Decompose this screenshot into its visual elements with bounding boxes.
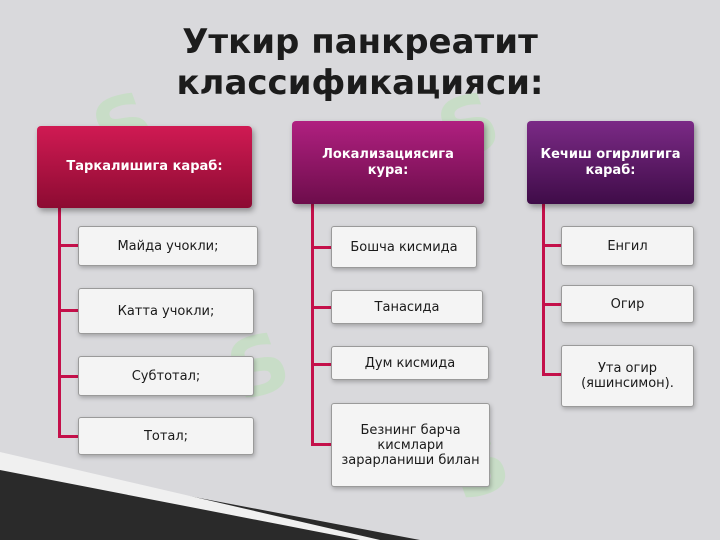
- item-whole-gland: Безнинг барча кисмлари зарарланиши билан: [331, 403, 490, 487]
- title-line-2: классификацияси:: [176, 63, 544, 103]
- item-total: Тотал;: [78, 417, 254, 455]
- connector-vertical: [542, 204, 545, 376]
- item-small-focal: Майда учокли;: [78, 226, 258, 266]
- item-large-focal: Катта учокли;: [78, 288, 254, 334]
- item-subtotal: Субтотал;: [78, 356, 254, 396]
- item-fulminant: Ута огир (яшинсимон).: [561, 345, 694, 407]
- connector-horizontal: [311, 306, 331, 309]
- heading-spread: Таркалишига караб:: [37, 126, 252, 208]
- heading-severity: Кечиш огирлигига караб:: [527, 121, 694, 204]
- heading-localization: Локализациясига кура:: [292, 121, 484, 204]
- item-body: Танасида: [331, 290, 483, 324]
- connector-horizontal: [58, 375, 78, 378]
- connector-horizontal: [542, 303, 562, 306]
- item-severe: Огир: [561, 285, 694, 323]
- connector-horizontal: [311, 246, 331, 249]
- connector-horizontal: [58, 244, 78, 247]
- slide-title: Уткир панкреатит классификацияси:: [0, 22, 720, 104]
- connector-horizontal: [58, 435, 78, 438]
- light-wedge: [0, 452, 380, 540]
- title-line-1: Уткир панкреатит: [182, 22, 538, 62]
- connector-horizontal: [58, 309, 78, 312]
- item-tail: Дум кисмида: [331, 346, 489, 380]
- connector-horizontal: [542, 373, 562, 376]
- item-head: Бошча кисмида: [331, 226, 477, 268]
- connector-vertical: [58, 207, 61, 437]
- connector-vertical: [311, 204, 314, 445]
- connector-horizontal: [542, 244, 562, 247]
- connector-horizontal: [311, 363, 331, 366]
- connector-horizontal: [311, 443, 331, 446]
- item-mild: Енгил: [561, 226, 694, 266]
